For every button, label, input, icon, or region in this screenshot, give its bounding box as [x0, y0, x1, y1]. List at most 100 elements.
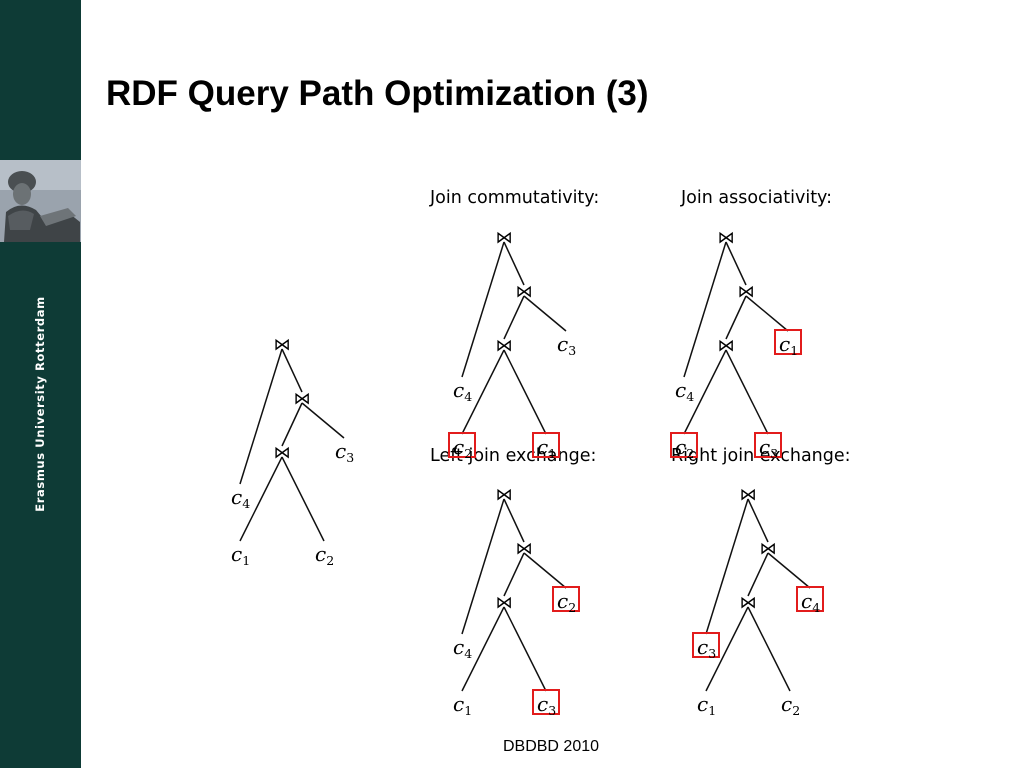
tree-edge: [461, 606, 505, 692]
leaf-c1: c1: [537, 435, 556, 461]
leaf-variable: c: [453, 635, 464, 659]
panel-title-commutativity: Join commutativity:: [429, 188, 599, 208]
tree-edge: [239, 348, 283, 485]
erasmus-statue-image: [0, 160, 81, 242]
tree-edge: [683, 349, 727, 435]
leaf-variable: c: [231, 485, 242, 509]
tree-edge: [503, 295, 525, 340]
tree-edge: [523, 295, 567, 332]
leaf-c1: c1: [779, 332, 798, 358]
tree-edge: [281, 456, 325, 542]
leaf-variable: c: [453, 378, 464, 402]
join-operator: ⋈: [496, 485, 513, 505]
leaf-variable: c: [801, 589, 812, 613]
leaf-subscript: 4: [464, 389, 472, 404]
leaf-subscript: 1: [548, 446, 556, 461]
leaf-variable: c: [675, 378, 686, 402]
tree-edge: [747, 498, 769, 543]
panel-title-left-exchange: Left join exchange:: [430, 446, 596, 466]
leaf-variable: c: [537, 692, 548, 716]
leaf-c4: c4: [801, 589, 820, 615]
leaf-c2: c2: [315, 542, 334, 568]
leaf-subscript: 3: [770, 446, 778, 461]
footer-text: DBDBD 2010: [502, 738, 600, 755]
tree-edge: [461, 349, 505, 435]
leaf-variable: c: [557, 589, 568, 613]
tree-edge: [705, 606, 749, 692]
leaf-c2: c2: [675, 435, 694, 461]
leaf-subscript: 4: [686, 389, 694, 404]
leaf-c4: c4: [453, 378, 472, 404]
tree-edge: [523, 552, 567, 589]
highlight-box: [448, 432, 476, 458]
highlight-box: [754, 432, 782, 458]
leaf-c1: c1: [697, 692, 716, 718]
slide-title: RDF Query Path Optimization (3): [106, 74, 649, 113]
tree-edge: [725, 295, 747, 340]
leaf-c4: c4: [231, 485, 250, 511]
leaf-subscript: 3: [346, 450, 354, 465]
highlight-box: [532, 432, 560, 458]
leaf-subscript: 1: [790, 343, 798, 358]
leaf-subscript: 2: [464, 446, 472, 461]
leaf-c3: c3: [697, 635, 716, 661]
tree-edge: [503, 349, 547, 435]
leaf-subscript: 3: [548, 703, 556, 718]
leaf-variable: c: [557, 332, 568, 356]
leaf-variable: c: [453, 435, 464, 459]
tree-edge: [281, 402, 303, 447]
leaf-c3: c3: [557, 332, 576, 358]
join-operator: ⋈: [274, 335, 291, 355]
leaf-c2: c2: [557, 589, 576, 615]
tree-edge: [747, 606, 791, 692]
leaf-subscript: 1: [708, 703, 716, 718]
leaf-variable: c: [697, 635, 708, 659]
join-operator: ⋈: [496, 336, 513, 356]
leaf-variable: c: [675, 435, 686, 459]
tree-edge: [503, 552, 525, 597]
highlight-box: [670, 432, 698, 458]
leaf-subscript: 2: [326, 553, 334, 568]
leaf-subscript: 4: [464, 646, 472, 661]
tree-edge: [239, 456, 283, 542]
tree-edge: [503, 241, 525, 286]
highlight-box: [552, 586, 580, 612]
leaf-c1: c1: [231, 542, 250, 568]
leaf-variable: c: [759, 435, 770, 459]
leaf-c2: c2: [453, 435, 472, 461]
join-operator: ⋈: [718, 336, 735, 356]
tree-edge: [705, 498, 749, 635]
tree-edge: [767, 552, 811, 589]
leaf-c1: c1: [453, 692, 472, 718]
leaf-variable: c: [335, 439, 346, 463]
join-operator: ⋈: [718, 228, 735, 248]
tree-edge: [725, 241, 747, 286]
leaf-subscript: 4: [242, 496, 250, 511]
leaf-variable: c: [537, 435, 548, 459]
leaf-subscript: 2: [568, 600, 576, 615]
leaf-variable: c: [453, 692, 464, 716]
leaf-subscript: 4: [812, 600, 820, 615]
join-operator: ⋈: [760, 539, 777, 559]
join-operator: ⋈: [496, 228, 513, 248]
leaf-c3: c3: [537, 692, 556, 718]
leaf-c2: c2: [781, 692, 800, 718]
join-operator: ⋈: [496, 593, 513, 613]
tree-edge: [301, 402, 345, 439]
highlight-box: [774, 329, 802, 355]
tree-edge: [461, 241, 505, 378]
join-operator: ⋈: [740, 485, 757, 505]
leaf-subscript: 1: [464, 703, 472, 718]
join-operator: ⋈: [294, 389, 311, 409]
tree-edge: [461, 498, 505, 635]
join-operator: ⋈: [274, 443, 291, 463]
leaf-variable: c: [779, 332, 790, 356]
tree-edge: [745, 295, 789, 332]
leaf-subscript: 2: [792, 703, 800, 718]
